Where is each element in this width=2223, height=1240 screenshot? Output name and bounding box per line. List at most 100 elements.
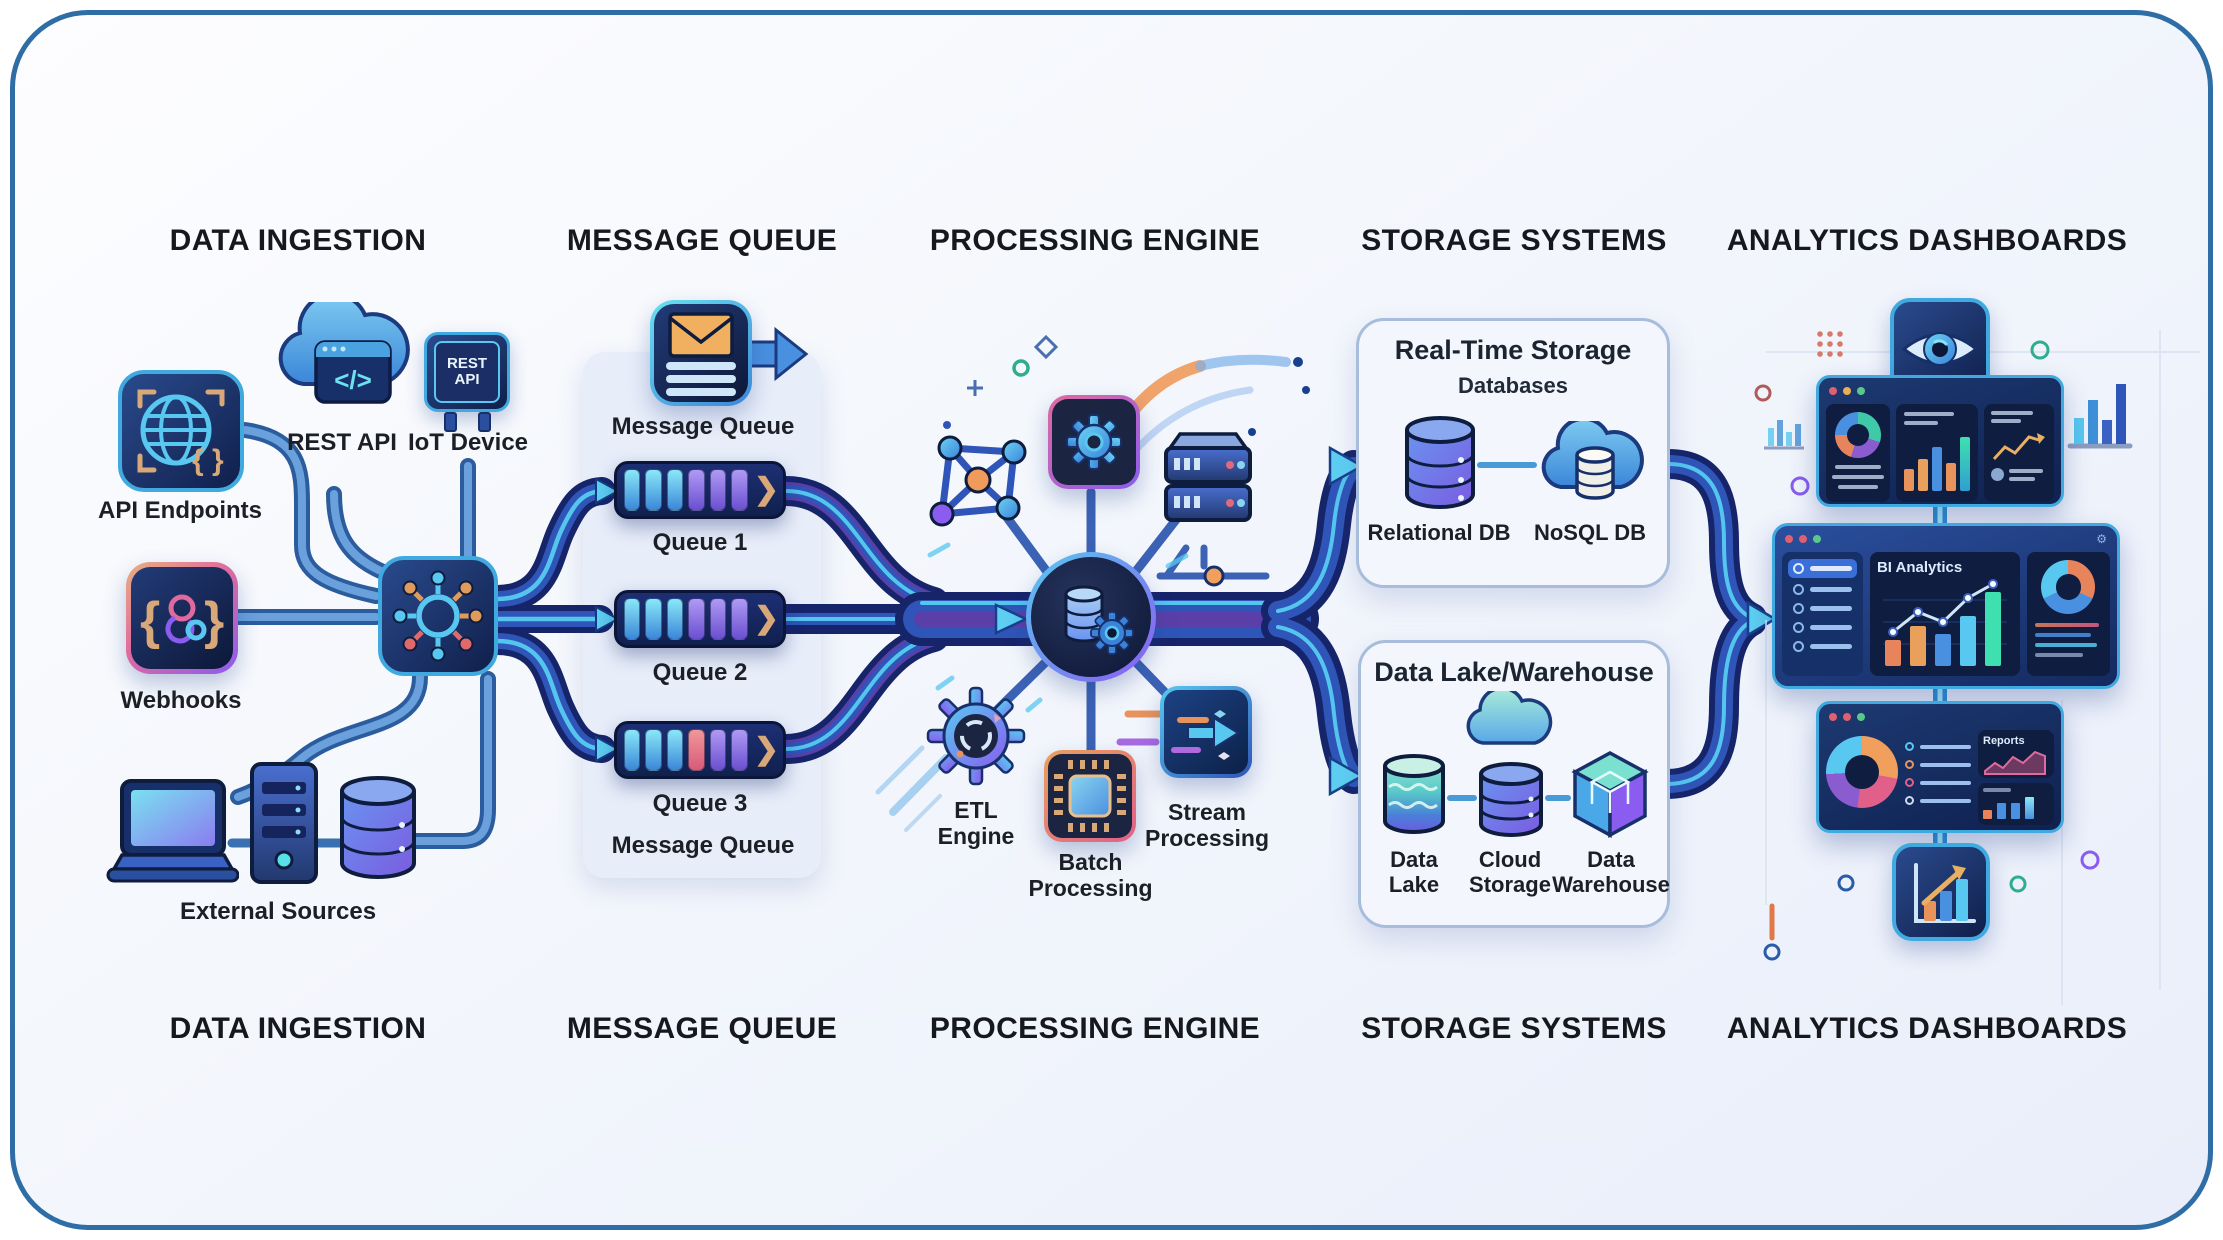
laptop-icon — [104, 775, 239, 890]
server-legs — [1156, 544, 1270, 587]
data-lake-warehouse-title: Data Lake/Warehouse — [1374, 657, 1654, 687]
data-lake-icon — [1381, 753, 1447, 837]
queue-2-label: Queue 2 — [652, 659, 748, 686]
donut-panel — [1826, 404, 1890, 502]
batch-processing-label: Batch Processing — [1028, 849, 1153, 901]
database-cylinder-icon — [338, 773, 418, 885]
webhooks-label: Webhooks — [120, 687, 242, 714]
svg-text:}: } — [204, 592, 224, 650]
rest-api-label: REST API — [287, 429, 397, 456]
stream-processing-label: Stream Processing — [1145, 799, 1269, 851]
rest-api-icon: </> — [272, 302, 418, 430]
iot-leg — [444, 412, 457, 432]
decorations — [875, 330, 2200, 1005]
data-lake-label: Data Lake — [1388, 847, 1440, 897]
storage-to-analytics-pipes — [1651, 449, 1778, 799]
donut-chart — [1835, 412, 1881, 458]
message-queue-icon — [650, 300, 752, 406]
external-sources-label: External Sources — [179, 898, 377, 925]
queue-chevron-icon: ❯ — [753, 602, 779, 635]
nosql-db-label: NoSQL DB — [1533, 520, 1647, 545]
window-dot-icon — [1843, 713, 1851, 721]
window-dot-icon — [1829, 713, 1837, 721]
header-top-message-queue: MESSAGE QUEUE — [566, 224, 838, 257]
processing-engine-core-icon — [1026, 552, 1156, 682]
bi-donut-panel — [2026, 552, 2110, 676]
iot-device-icon: REST API — [424, 332, 514, 432]
header-bottom-processing-engine: PROCESSING ENGINE — [929, 1012, 1261, 1045]
bi-analytics-title: BI Analytics — [1876, 559, 1963, 576]
window-dot-icon — [1829, 387, 1837, 395]
window-titlebar — [1819, 704, 2061, 726]
legend-list — [1905, 730, 1971, 825]
iot-chip-text: REST API — [446, 354, 487, 388]
reports-panel: Reports — [1978, 730, 2054, 778]
gear-square-icon — [1048, 395, 1140, 489]
realtime-storage-box: Real-Time Storage Databases Relational D… — [1356, 318, 1670, 588]
queue-1-label: Queue 1 — [652, 529, 748, 556]
bi-sidebar — [1782, 552, 1863, 676]
data-warehouse-label: Data Warehouse — [1552, 847, 1670, 897]
top-dashboard-window — [1816, 375, 2064, 507]
batch-processing-chip-icon — [1044, 750, 1136, 842]
header-bottom-analytics-dashboards: ANALYTICS DASHBOARDS — [1726, 1012, 2128, 1045]
sidebar-item — [1788, 578, 1857, 597]
message-queue-footer-label: Message Queue — [611, 832, 795, 859]
api-endpoints-icon: { } — [118, 370, 244, 492]
nosql-db-icon — [1535, 421, 1647, 509]
window-dot-icon — [1785, 535, 1793, 543]
iot-device-label: IoT Device — [407, 429, 529, 456]
db-connector — [1477, 462, 1537, 468]
bi-combo-chart — [1882, 579, 2007, 666]
stream-processing-icon — [1160, 686, 1252, 778]
window-dot-icon — [1843, 387, 1851, 395]
window-dot-icon — [1813, 535, 1821, 543]
svg-text:{ }: { } — [192, 444, 224, 477]
big-donut-panel — [1826, 730, 1898, 825]
svg-text:</>: </> — [334, 365, 372, 395]
window-dot-icon — [1857, 387, 1865, 395]
server-rack-icon — [1158, 428, 1258, 546]
reports-column: Reports — [1978, 730, 2054, 825]
header-top-data-ingestion: DATA INGESTION — [169, 224, 427, 257]
reports-title: Reports — [1983, 735, 2025, 747]
mq-exit-arrow — [746, 326, 809, 382]
reports-dashboard-window: Reports — [1816, 701, 2064, 833]
api-endpoints-label: API Endpoints — [98, 497, 262, 524]
window-titlebar — [1819, 378, 2061, 400]
trend-line-chart — [1992, 433, 2045, 461]
window-titlebar: ⚙ — [1775, 526, 2117, 548]
queue-3-bar: ❯ — [614, 721, 786, 779]
sidebar-item — [1788, 616, 1857, 635]
message-queue-icon-label: Message Queue — [611, 413, 795, 440]
relational-db-label: Relational DB — [1367, 520, 1511, 545]
avatar — [1991, 468, 2004, 481]
lake-connector — [1545, 795, 1571, 801]
cloud-icon — [1461, 691, 1559, 749]
lake-connector — [1447, 795, 1477, 801]
sidebar-item — [1788, 597, 1857, 616]
hub-to-queue-pipes — [483, 477, 621, 763]
bi-main-chart-panel: BI Analytics — [1869, 552, 2020, 676]
databases-subtitle: Databases — [1457, 373, 1569, 398]
queue-1-bar: ❯ — [614, 461, 786, 519]
data-warehouse-cube-icon — [1569, 749, 1651, 839]
queue-chevron-icon: ❯ — [753, 733, 779, 766]
header-bottom-data-ingestion: DATA INGESTION — [169, 1012, 427, 1045]
cloud-storage-icon — [1477, 761, 1545, 841]
header-bottom-storage-systems: STORAGE SYSTEMS — [1361, 1012, 1667, 1045]
cloud-storage-label: Cloud Storage — [1469, 847, 1551, 897]
etl-engine-label: ETL Engine — [937, 797, 1015, 849]
big-donut-chart — [1826, 736, 1898, 808]
realtime-storage-title: Real-Time Storage — [1394, 335, 1632, 365]
reports-area-chart — [1984, 750, 2046, 775]
server-tower-icon — [248, 760, 320, 888]
window-dot-icon — [1857, 713, 1865, 721]
growth-chart-icon — [1892, 843, 1990, 941]
header-top-storage-systems: STORAGE SYSTEMS — [1361, 224, 1667, 257]
mini-bars-panel — [1978, 783, 2054, 825]
etl-engine-gear-icon — [922, 682, 1030, 790]
header-bottom-message-queue: MESSAGE QUEUE — [566, 1012, 838, 1045]
